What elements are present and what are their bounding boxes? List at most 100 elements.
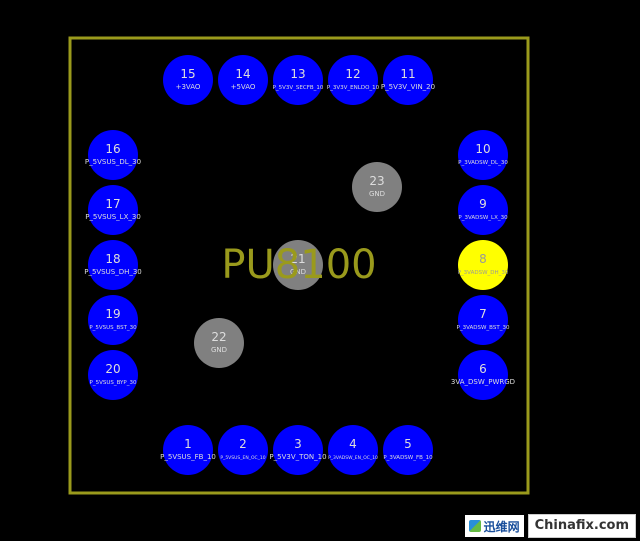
pad-5[interactable]: 5P_3VADSW_FB_10 [383, 425, 433, 475]
pad-number: 13 [290, 67, 305, 81]
pad-net-name: +3VAO [176, 83, 201, 91]
pad-number: 21 [290, 252, 305, 266]
pad-circle [273, 55, 323, 105]
pad-net-name: P_5V3V_TON_10 [269, 453, 326, 461]
pad-net-name: P_5VSUS_LX_30 [85, 213, 141, 221]
pad-circle [328, 425, 378, 475]
pad-number: 19 [105, 307, 120, 321]
pad-4[interactable]: 4P_3VADSW_EN_OC_10 [328, 425, 378, 475]
pad-number: 16 [105, 142, 120, 156]
pad-circle [218, 425, 268, 475]
pad-number: 18 [105, 252, 120, 266]
pad-20[interactable]: 20P_5VSUS_BYP_30 [88, 350, 138, 400]
pad-circle [88, 130, 138, 180]
pad-number: 7 [479, 307, 487, 321]
pad-circle [458, 350, 508, 400]
pad-circle [458, 295, 508, 345]
pad-number: 10 [475, 142, 490, 156]
watermark: 迅维网 Chinafix.com [464, 514, 636, 538]
pad-number: 22 [211, 330, 226, 344]
pad-net-name: P_5VSUS_FB_10 [160, 453, 216, 461]
pad-net-name: P_5VSUS_EN_OC_10 [220, 455, 265, 461]
pad-net-name: P_5VSUS_BYP_30 [90, 380, 137, 386]
pad-number: 23 [369, 174, 384, 188]
pad-number: 8 [479, 252, 487, 266]
part-label: PU8100 [221, 242, 376, 288]
pad-circle [163, 55, 213, 105]
pad-number: 20 [105, 362, 120, 376]
pad-17[interactable]: 17P_5VSUS_LX_30 [85, 185, 141, 235]
pad-number: 1 [184, 437, 192, 451]
pad-net-name: P_5V3V_VIN_20 [381, 83, 435, 91]
pad-9[interactable]: 9P_3VADSW_LX_30 [458, 185, 508, 235]
pad-net-name: P_5VSUS_DH_30 [84, 268, 142, 276]
pad-net-name: 3VA_DSW_PWRGD [451, 378, 515, 386]
component-outline [68, 36, 530, 495]
pad-number: 6 [479, 362, 487, 376]
pad-number: 2 [239, 437, 247, 451]
watermark-site-cn: 迅维网 [464, 515, 524, 537]
pad-16[interactable]: 16P_5VSUS_DL_30 [85, 130, 141, 180]
pad-net-name: P_3VADSW_EN_OC_10 [328, 455, 378, 461]
pad-circle [88, 185, 138, 235]
pad-net-name: +5VAO [231, 83, 256, 91]
pad-net-name: P_3VADSW_FB_10 [383, 455, 433, 461]
pad-net-name: P_3VADSW_DH_30 [458, 270, 509, 276]
pad-18[interactable]: 18P_5VSUS_DH_30 [84, 240, 142, 290]
pad-net-name: P_3V3V_ENLDO_10 [327, 85, 380, 91]
pad-net-name: GND [369, 190, 385, 198]
pad-circle [273, 240, 323, 290]
pad-8[interactable]: 8P_3VADSW_DH_30 [458, 240, 509, 290]
pad-net-name: P_5VSUS_DL_30 [85, 158, 141, 166]
pad-circle [458, 240, 508, 290]
pad-circle [88, 240, 138, 290]
pad-number: 14 [235, 67, 250, 81]
pad-circle [458, 185, 508, 235]
pad-net-name: P_5VSUS_BST_30 [89, 325, 137, 331]
pad-number: 4 [349, 437, 357, 451]
pad-net-name: P_3VADSW_LX_30 [458, 215, 508, 221]
pad-2[interactable]: 2P_5VSUS_EN_OC_10 [218, 425, 268, 475]
pad-circle [383, 55, 433, 105]
pad-net-name: P_5V3V_SECFB_10 [273, 85, 324, 91]
pad-circle [328, 55, 378, 105]
pad-6[interactable]: 6 3VA_DSW_PWRGD [451, 350, 515, 400]
pad-19[interactable]: 19P_5VSUS_BST_30 [88, 295, 138, 345]
pads-layer: 21GND22GND23GND1P_5VSUS_FB_102P_5VSUS_EN… [84, 55, 515, 475]
pad-10[interactable]: 10P_3VADSW_DL_30 [458, 130, 508, 180]
pad-circle [273, 425, 323, 475]
pad-number: 3 [294, 437, 302, 451]
pad-14[interactable]: 14 +5VAO [218, 55, 268, 105]
pad-net-name: P_3VADSW_DL_30 [458, 160, 508, 166]
pad-3[interactable]: 3P_5V3V_TON_10 [269, 425, 327, 475]
pad-circle [194, 318, 244, 368]
pad-number: 15 [180, 67, 195, 81]
pad-number: 11 [400, 67, 415, 81]
pad-number: 5 [404, 437, 412, 451]
site-logo-icon [468, 520, 481, 532]
pad-circle [218, 55, 268, 105]
pad-11[interactable]: 11P_5V3V_VIN_20 [381, 55, 435, 105]
pad-13[interactable]: 13P_5V3V_SECFB_10 [273, 55, 324, 105]
pad-net-name: GND [211, 346, 227, 354]
pad-15[interactable]: 15 +3VAO [163, 55, 213, 105]
pad-net-name: GND [290, 268, 306, 276]
pad-circle [352, 162, 402, 212]
pad-12[interactable]: 12P_3V3V_ENLDO_10 [327, 55, 380, 105]
pad-circle [88, 350, 138, 400]
pad-net-name: P_3VADSW_BST_30 [457, 325, 510, 331]
pad-7[interactable]: 7P_3VADSW_BST_30 [457, 295, 510, 345]
watermark-cn-text: 迅维网 [483, 519, 520, 534]
pad-number: 17 [105, 197, 120, 211]
pad-number: 12 [345, 67, 360, 81]
pad-circle [458, 130, 508, 180]
pad-circle [383, 425, 433, 475]
pad-number: 9 [479, 197, 487, 211]
pad-circle [163, 425, 213, 475]
watermark-site-en: Chinafix.com [527, 514, 636, 538]
pad-1[interactable]: 1P_5VSUS_FB_10 [160, 425, 216, 475]
